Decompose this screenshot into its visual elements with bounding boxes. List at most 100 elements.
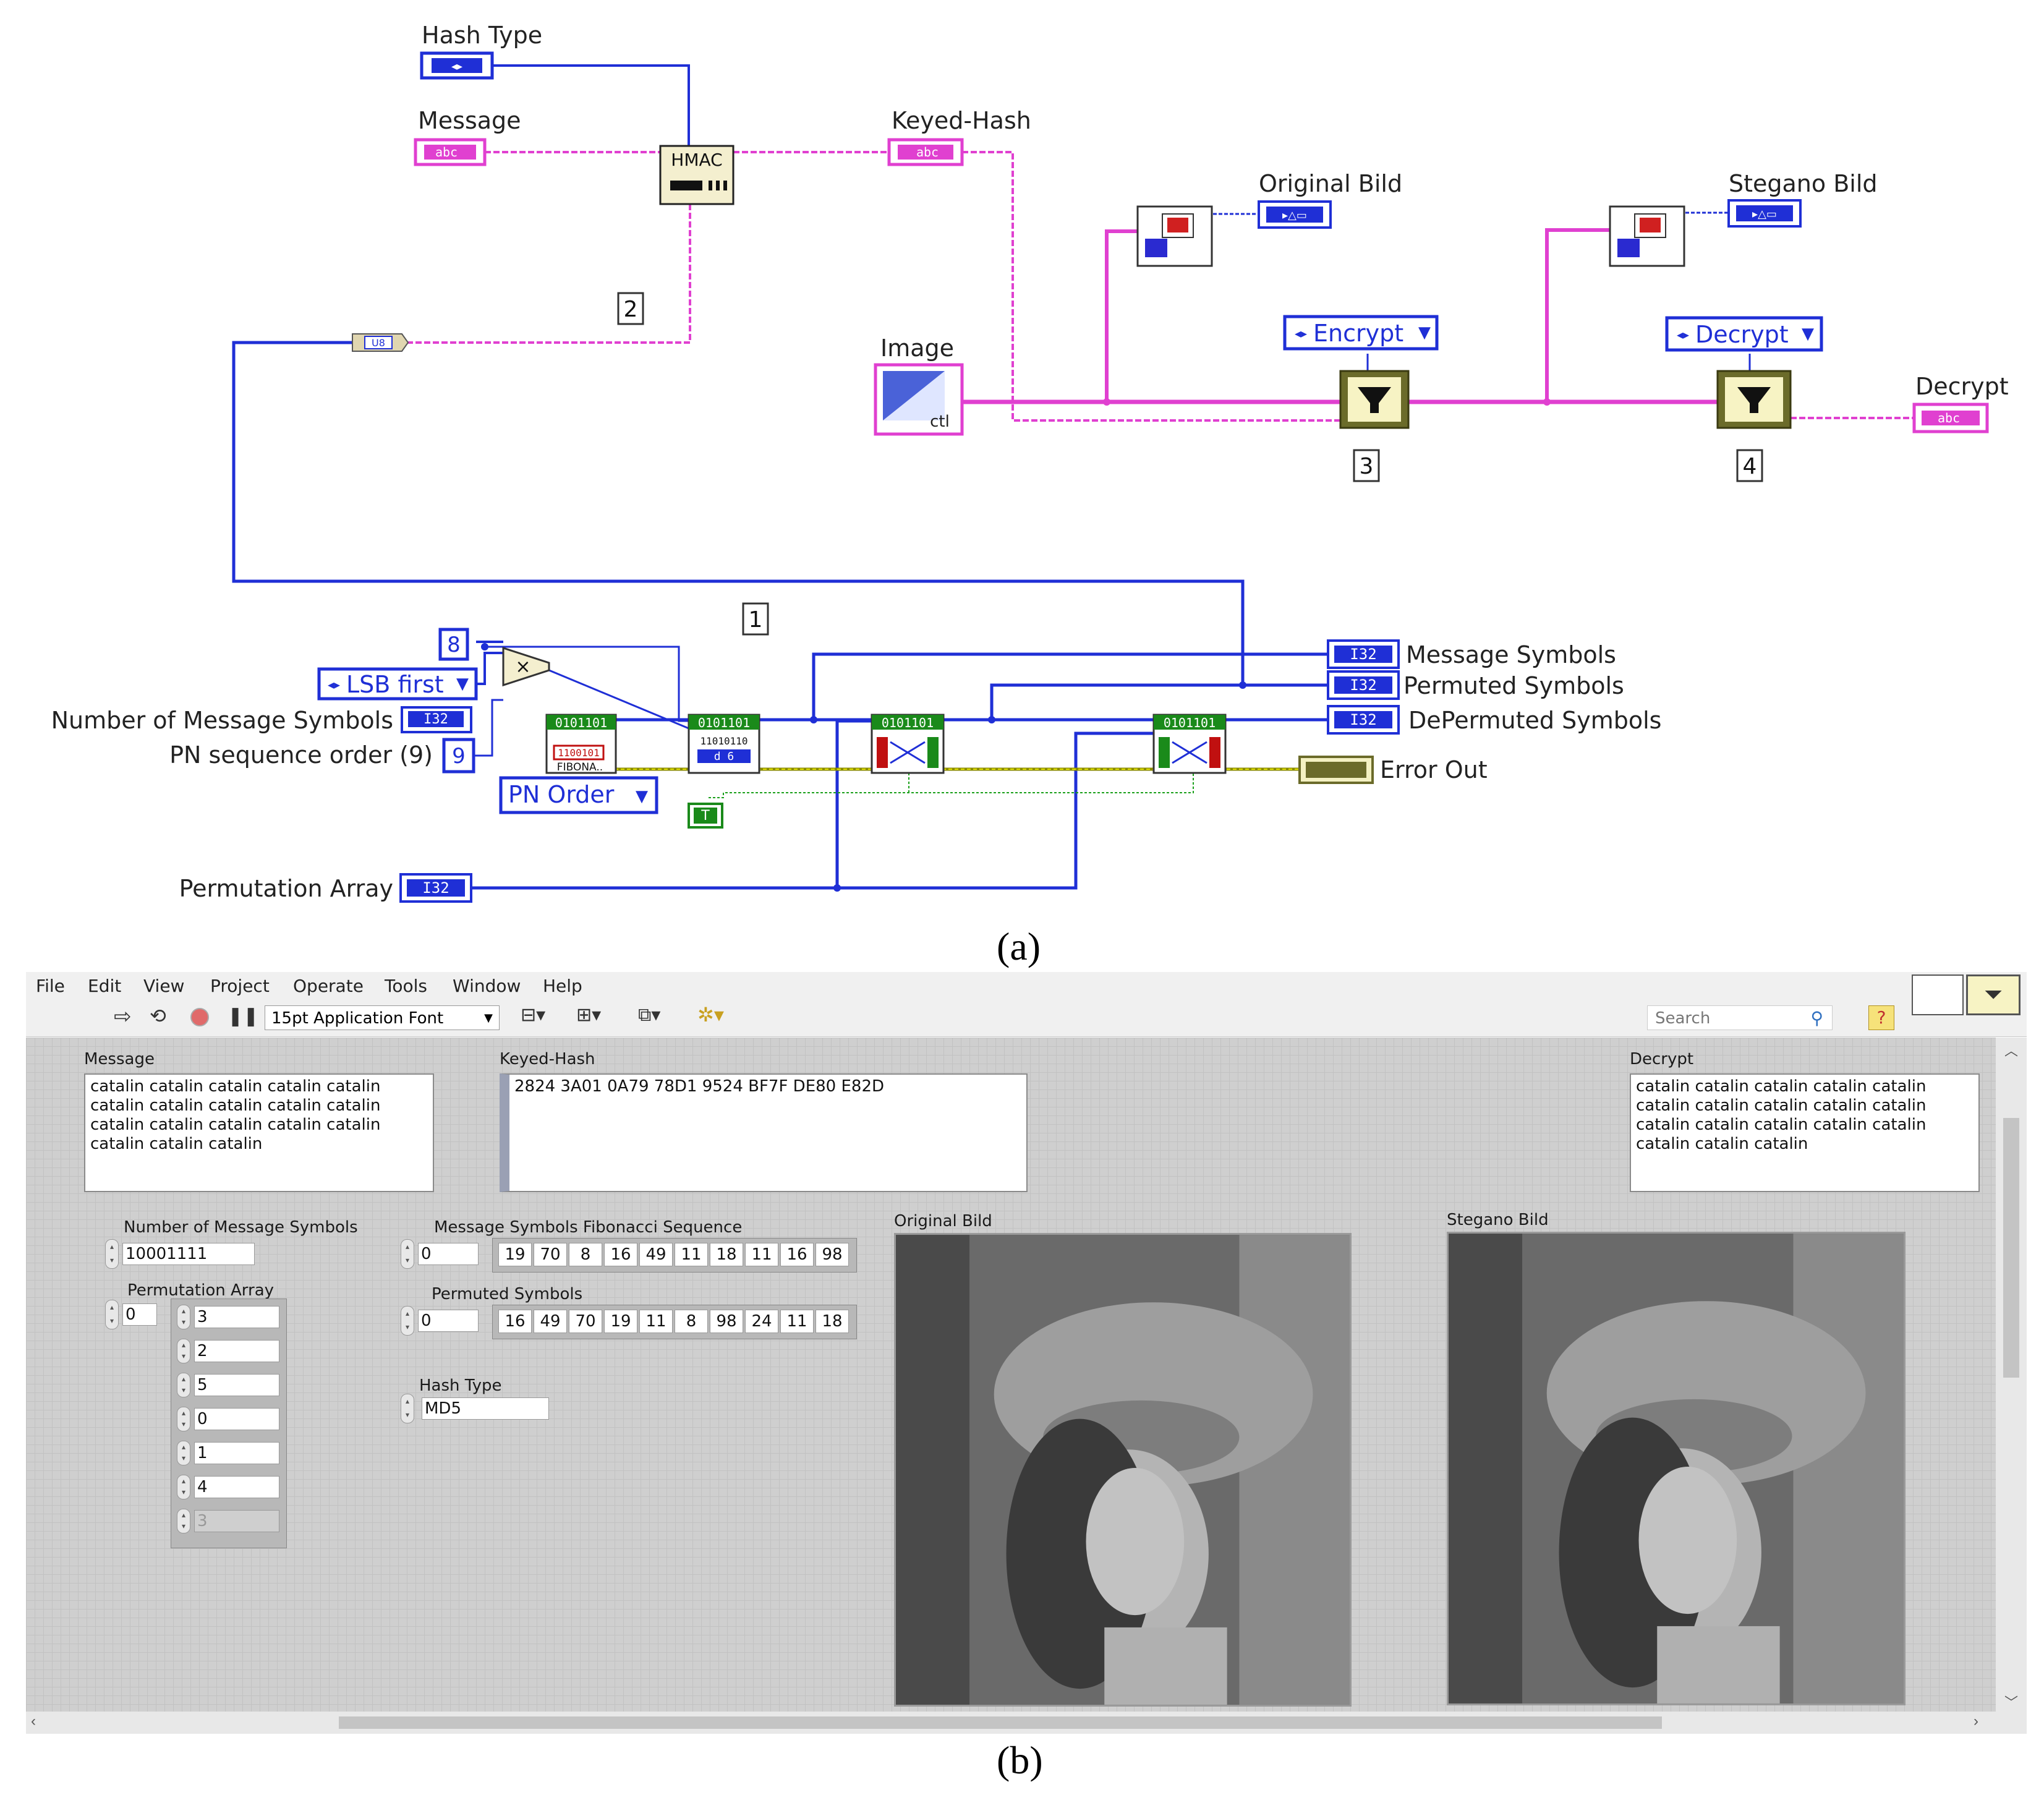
pause-icon[interactable]: ❚❚ bbox=[228, 1005, 259, 1027]
hash-type-control[interactable]: MD5 bbox=[422, 1397, 549, 1420]
help-icon[interactable]: ? bbox=[1868, 1005, 1894, 1030]
message-terminal-abc: abc bbox=[435, 145, 458, 160]
depermuted-symbols-terminal[interactable] bbox=[1327, 705, 1400, 735]
msg-fib-index[interactable]: 0 bbox=[418, 1243, 479, 1265]
run-arrow-icon[interactable]: ⇨ bbox=[114, 1004, 132, 1029]
permuted-index-increment-icon[interactable]: ▴▾ bbox=[401, 1306, 414, 1336]
perm-array-index-increment-icon[interactable]: ▴▾ bbox=[105, 1300, 119, 1329]
perm-array-element[interactable]: 0 bbox=[194, 1408, 279, 1430]
perm-array-element-increment-icon[interactable]: ▴▾ bbox=[177, 1407, 190, 1431]
symbol-converter-bin: 0101101 bbox=[698, 715, 750, 730]
resize-objects-icon[interactable]: ⧉▾ bbox=[638, 1004, 661, 1026]
perm-array-element-increment-icon[interactable]: ▴▾ bbox=[177, 1441, 190, 1465]
message-control[interactable]: catalin catalin catalin catalin catalin … bbox=[84, 1073, 434, 1192]
const-9[interactable] bbox=[442, 738, 475, 774]
distribute-objects-icon[interactable]: ⊞▾ bbox=[576, 1004, 602, 1026]
msg-fib-cell: 11 bbox=[745, 1243, 778, 1266]
perm-array-element[interactable]: 2 bbox=[194, 1340, 279, 1362]
perm-array-element-increment-icon[interactable]: ▴▾ bbox=[177, 1475, 190, 1499]
decrypt-enum-constant[interactable]: ◂▸ ▼ bbox=[1665, 316, 1823, 352]
error-out-terminal[interactable] bbox=[1298, 756, 1374, 784]
msg-fib-cell: 11 bbox=[675, 1243, 708, 1266]
image-label: Image bbox=[880, 335, 954, 362]
perm-array-element[interactable]: 4 bbox=[194, 1476, 279, 1498]
stegano-bild-terminal[interactable]: ▸△▭ bbox=[1727, 199, 1802, 228]
msg-fib-index-increment-icon[interactable]: ▴▾ bbox=[401, 1239, 414, 1269]
scroll-up-icon[interactable]: ︿ bbox=[2004, 1043, 2019, 1059]
const-8[interactable] bbox=[438, 628, 469, 661]
reorder-icon[interactable]: ✲▾ bbox=[697, 1003, 724, 1026]
vertical-scrollbar[interactable]: ︿ ﹀ bbox=[1996, 1038, 2027, 1712]
scroll-down-icon[interactable]: ﹀ bbox=[2004, 1695, 2019, 1710]
decrypt-terminal[interactable]: abc bbox=[1912, 403, 1989, 433]
perm-array-element-increment-icon[interactable]: ▴▾ bbox=[177, 1339, 190, 1363]
search-icon: ⚲ bbox=[1810, 1008, 1823, 1028]
num-message-symbols-terminal[interactable] bbox=[401, 706, 472, 733]
connector-pane-icon[interactable]: ⏷ bbox=[1966, 974, 2021, 1015]
decrypt-line-1: catalin catalin catalin catalin catalin bbox=[1636, 1077, 1927, 1096]
permuted-cell: 24 bbox=[745, 1310, 778, 1333]
true-constant[interactable] bbox=[688, 803, 723, 829]
encrypt-enum-constant[interactable]: ◂▸ ▼ bbox=[1283, 315, 1439, 351]
perm-array-element-increment-icon[interactable]: ▴▾ bbox=[177, 1509, 190, 1533]
scroll-right-icon[interactable]: › bbox=[1974, 1713, 1978, 1729]
stegano-bild-picture-node[interactable] bbox=[1609, 205, 1685, 267]
menu-project[interactable]: Project bbox=[210, 976, 270, 996]
depermute-node[interactable] bbox=[1152, 714, 1227, 774]
decrypt-indicator: catalin catalin catalin catalin catalin … bbox=[1630, 1073, 1980, 1192]
run-continuously-icon[interactable]: ⟲ bbox=[150, 1004, 166, 1028]
permuted-index[interactable]: 0 bbox=[418, 1310, 479, 1332]
multiply-node[interactable]: × bbox=[502, 646, 550, 687]
lsb-first-enum[interactable]: ◂▸ ▼ bbox=[317, 667, 478, 701]
font-selector[interactable]: 15pt Application Font ▼ bbox=[265, 1005, 500, 1030]
pn-order-enum[interactable]: ▼ bbox=[499, 776, 658, 814]
horizontal-scroll-thumb[interactable] bbox=[339, 1716, 1662, 1729]
scroll-left-icon[interactable]: ‹ bbox=[31, 1713, 36, 1729]
perm-array-element[interactable]: 3 bbox=[194, 1306, 279, 1328]
permutation-array-terminal[interactable] bbox=[399, 873, 472, 903]
perm-array-element[interactable]: 5 bbox=[194, 1374, 279, 1396]
menu-help[interactable]: Help bbox=[543, 976, 582, 996]
decrypt-line-2: catalin catalin catalin catalin catalin bbox=[1636, 1096, 1927, 1115]
hash-type-terminal[interactable]: ◂▸ bbox=[420, 51, 494, 80]
vertical-scroll-thumb[interactable] bbox=[2003, 1118, 2019, 1378]
message-symbols-terminal[interactable] bbox=[1327, 639, 1400, 669]
num-symbols-increment-icon[interactable]: ▴▾ bbox=[105, 1239, 119, 1269]
hmac-node[interactable] bbox=[659, 145, 735, 205]
menu-edit[interactable]: Edit bbox=[88, 976, 122, 996]
horizontal-scrollbar[interactable]: ‹ › bbox=[26, 1712, 2027, 1734]
image-control-terminal[interactable] bbox=[874, 363, 964, 436]
menu-file[interactable]: File bbox=[36, 976, 65, 996]
align-objects-icon[interactable]: ⊟▾ bbox=[521, 1004, 546, 1026]
menu-operate[interactable]: Operate bbox=[293, 976, 364, 996]
pn-order-label: PN Order bbox=[508, 781, 615, 808]
decrypt-case-node[interactable] bbox=[1716, 370, 1792, 429]
permuted-symbols-terminal[interactable] bbox=[1327, 670, 1400, 700]
perm-array-element[interactable]: 1 bbox=[194, 1442, 279, 1464]
true-constant-label: T bbox=[700, 808, 710, 824]
menu-window[interactable]: Window bbox=[453, 976, 521, 996]
symbol-converter-node[interactable] bbox=[688, 714, 760, 774]
menu-tools[interactable]: Tools bbox=[385, 976, 427, 996]
original-bild-terminal[interactable]: ▸△▭ bbox=[1258, 200, 1332, 229]
abort-icon[interactable] bbox=[190, 1008, 209, 1026]
encrypt-case-node[interactable] bbox=[1339, 370, 1410, 429]
search-input[interactable]: Search ⚲ bbox=[1647, 1005, 1833, 1030]
perm-array-index[interactable]: 0 bbox=[122, 1303, 157, 1326]
permuted-cell: 70 bbox=[569, 1310, 602, 1333]
original-bild-picture-node[interactable] bbox=[1136, 205, 1213, 267]
permute-node[interactable] bbox=[871, 714, 945, 774]
message-terminal[interactable]: abc bbox=[414, 138, 487, 166]
svg-text:▼: ▼ bbox=[636, 787, 648, 806]
vi-icon[interactable] bbox=[1912, 974, 1964, 1015]
hash-type-increment-icon[interactable]: ▴▾ bbox=[401, 1394, 414, 1423]
fibonacci-node[interactable] bbox=[545, 714, 617, 774]
u8-conversion-node[interactable] bbox=[352, 333, 409, 352]
menu-view[interactable]: View bbox=[143, 976, 185, 996]
num-symbols-control[interactable]: 10001111 bbox=[122, 1243, 255, 1265]
keyed-hash-terminal[interactable]: abc bbox=[887, 138, 964, 166]
perm-array-element-increment-icon[interactable]: ▴▾ bbox=[177, 1305, 190, 1329]
svg-text:▼: ▼ bbox=[456, 675, 469, 693]
depermuted-symbols-i32: I32 bbox=[1350, 711, 1376, 728]
perm-array-element-increment-icon[interactable]: ▴▾ bbox=[177, 1373, 190, 1397]
